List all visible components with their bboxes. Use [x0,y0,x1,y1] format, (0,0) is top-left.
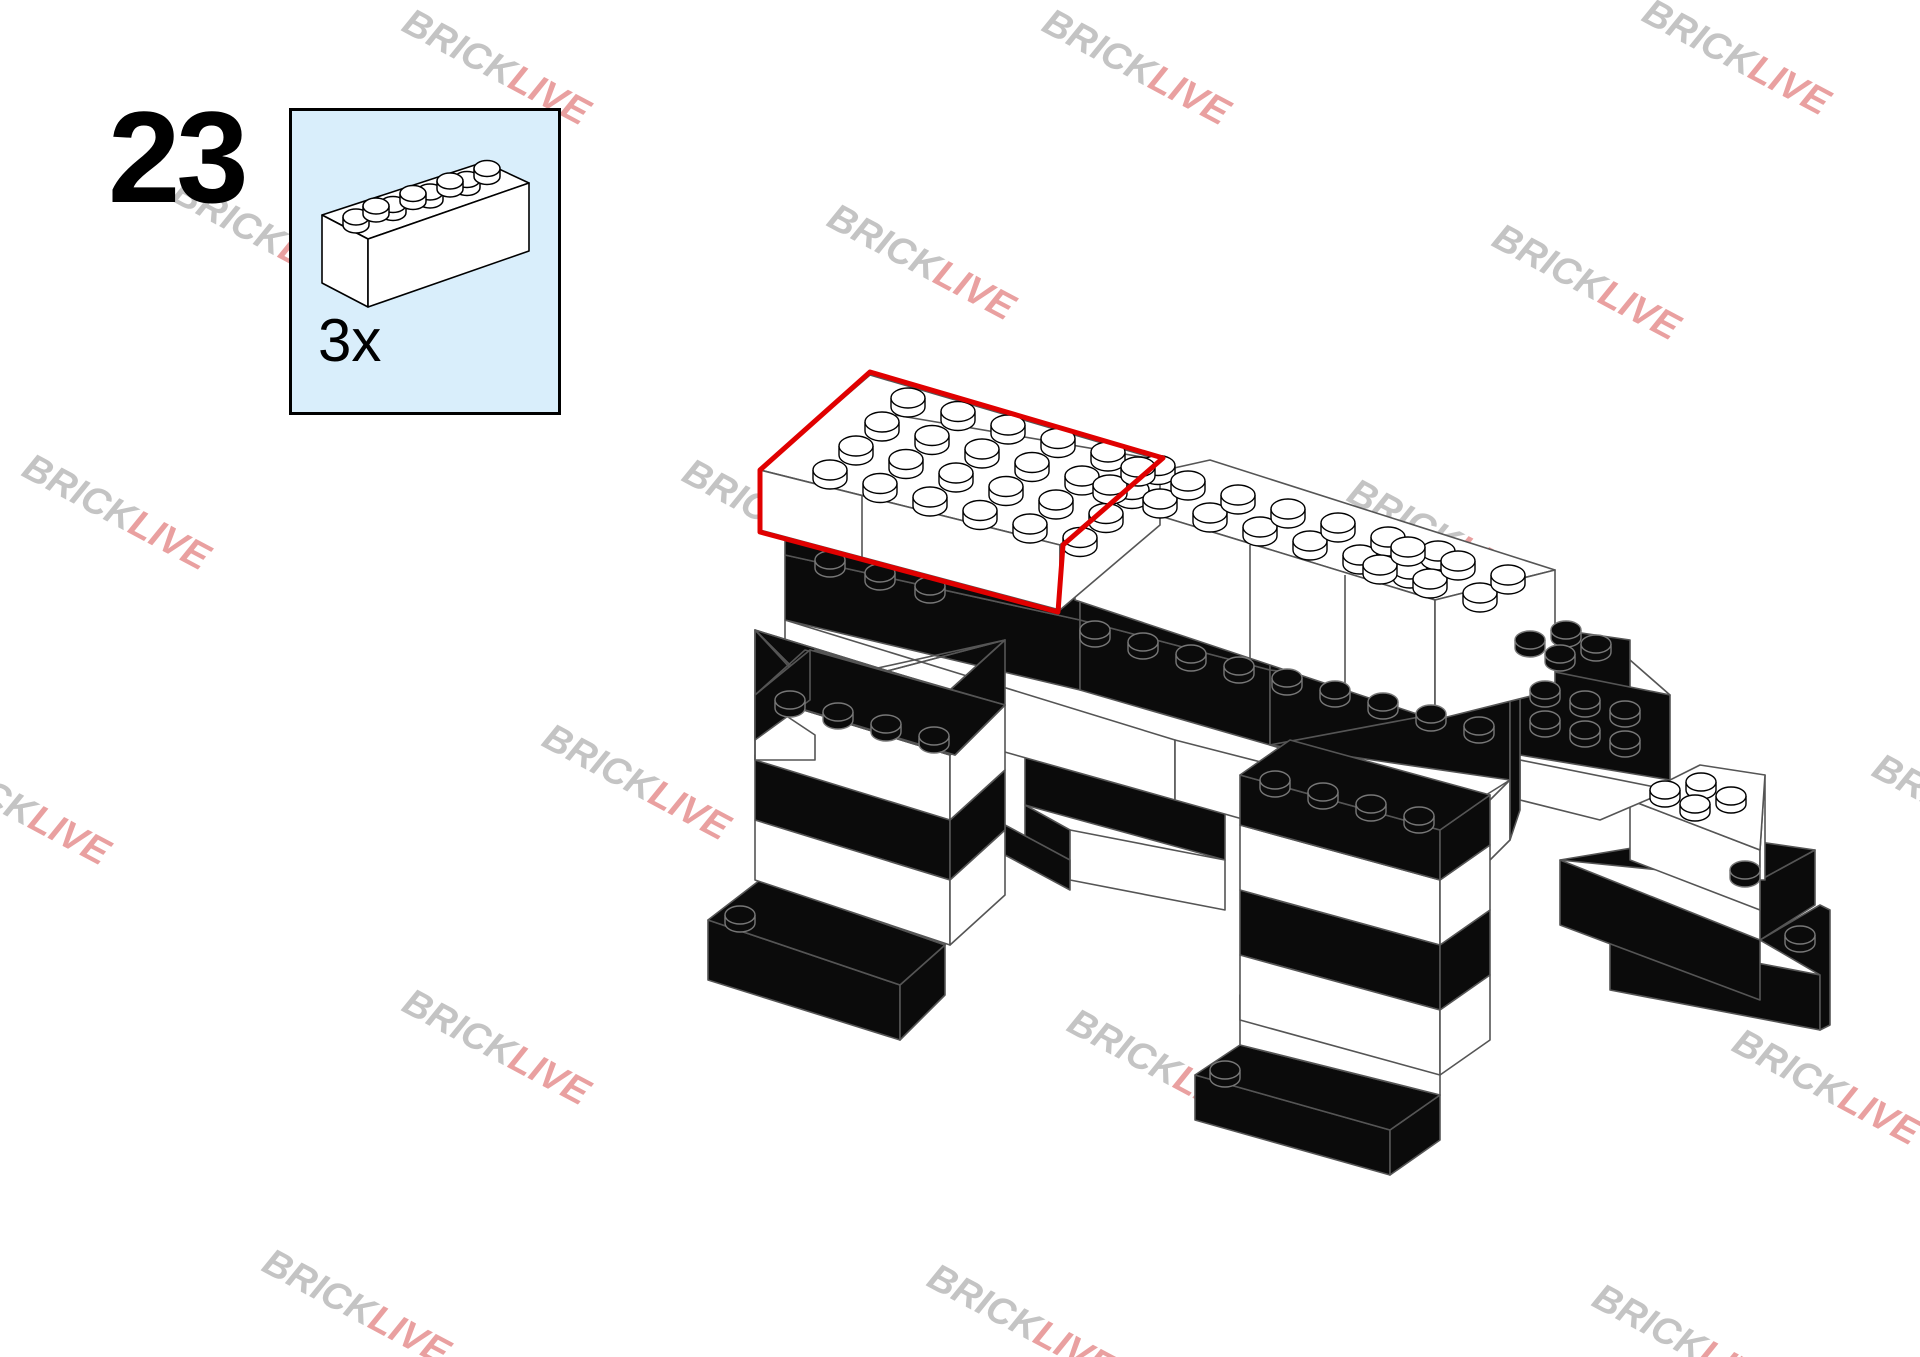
front-right-leg [1194,739,1491,1176]
stud [1307,782,1339,810]
stud [870,714,902,742]
body-back-layer [1004,744,1226,911]
stud [1367,692,1399,720]
stud [1569,690,1601,718]
stud [362,197,390,223]
stud [1242,516,1278,547]
stud [918,726,950,754]
stud [1679,794,1711,822]
stud [1170,470,1206,501]
stud [1064,465,1100,496]
stud [962,499,998,531]
stud [1609,700,1641,728]
stud [1175,644,1207,672]
stud [1292,530,1328,561]
stud [888,448,924,480]
stud [1270,498,1306,529]
stud [1729,860,1761,888]
stud [724,905,756,933]
parts-callout: 3x [289,108,561,415]
step-number: 23 [108,84,249,230]
stud [1259,770,1291,798]
stud [1038,489,1074,520]
stud [1142,488,1178,519]
brick-2x4-icon [321,159,530,308]
stud [1462,582,1498,613]
stud [912,486,948,517]
stud [436,172,464,198]
stud [1550,620,1582,648]
stud [399,184,427,211]
stud [814,550,846,578]
stud [1403,806,1435,834]
stud [1649,780,1681,808]
stud [862,472,898,504]
stud [1390,536,1426,567]
stud [1319,680,1351,708]
stud [774,690,806,718]
stud [1355,794,1387,822]
new-bricks-highlight [757,369,1166,615]
stud [1463,716,1495,744]
stud [1320,512,1356,543]
stud [1362,554,1398,585]
stud [1544,644,1576,672]
stud [1012,513,1048,544]
stud [940,400,976,432]
stud [1192,502,1228,533]
stud [473,159,501,186]
stud [812,459,848,490]
stud [1440,550,1476,581]
stud [988,475,1024,507]
stud [1514,630,1546,658]
stud [1609,730,1641,758]
stud [1490,564,1526,595]
stud [990,414,1026,445]
stud [1127,632,1159,660]
stud [1412,568,1448,599]
stud [1715,786,1747,814]
stud [838,435,874,466]
stud [1220,484,1256,515]
stud [1580,634,1612,662]
stud [1569,720,1601,748]
stud [1090,441,1126,472]
stud [1014,451,1050,483]
part-quantity: 3x [318,307,382,374]
stud [1529,680,1561,708]
stud [890,387,926,418]
stud [1223,656,1255,684]
stud [864,411,900,442]
stud [1209,1060,1241,1088]
stud [1415,704,1447,732]
stud [1529,710,1561,738]
stud [1784,925,1816,953]
stud [1079,620,1111,648]
stud [822,702,854,730]
stud [914,424,950,456]
stud [938,462,974,493]
stud [964,438,1000,469]
stud [1271,668,1303,696]
